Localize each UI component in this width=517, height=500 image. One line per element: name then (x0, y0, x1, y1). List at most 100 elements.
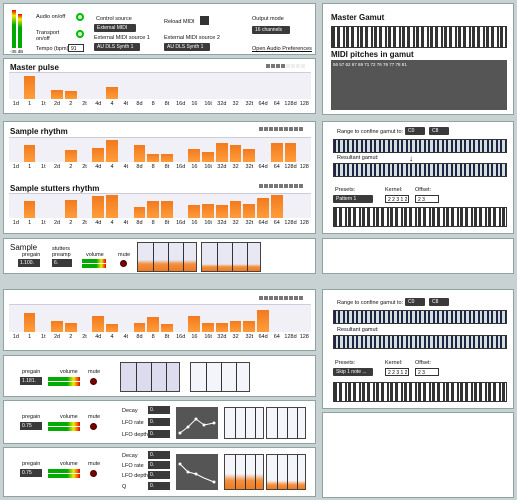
master-gamut-keyboard[interactable] (331, 26, 507, 48)
rhythm-bar[interactable] (270, 195, 283, 218)
preset-dropdown[interactable]: Pattern 1 (333, 195, 373, 203)
sample-waveform-2[interactable] (201, 242, 261, 272)
voice-3-waveform-1[interactable] (224, 454, 264, 490)
rhythm-bar[interactable] (188, 148, 201, 162)
tempo-input[interactable]: 91 (68, 44, 84, 52)
rhythm-bar[interactable] (147, 153, 159, 162)
voice-3-q-input[interactable]: 0. (148, 482, 170, 490)
rhythm-bar[interactable] (215, 204, 228, 218)
rhythm-bar[interactable] (161, 201, 173, 218)
rhythm-bar[interactable] (188, 315, 201, 332)
rhythm-bar[interactable] (92, 196, 105, 218)
voice-3-lfo-depth-input[interactable]: 0. (148, 471, 170, 479)
rhythm-bar[interactable] (215, 322, 228, 332)
sample-stutters-segment-selector[interactable] (259, 184, 303, 188)
voice-3-envelope-editor[interactable] (176, 454, 218, 490)
rhythm-bar[interactable] (243, 321, 256, 332)
rhythm-bar[interactable] (188, 204, 201, 218)
transport-onoff-toggle[interactable] (76, 30, 84, 38)
voice-1-waveform-1[interactable] (120, 362, 180, 392)
rhythm-bar[interactable] (106, 140, 118, 162)
rhythm-bar[interactable] (23, 145, 36, 162)
range-keyboard[interactable] (333, 139, 507, 153)
ext-midi-1-dropdown[interactable]: AU DLS Synth 1 (94, 43, 140, 51)
voice-2-pregain-input[interactable]: 0.75 (20, 422, 42, 430)
kernel-input-2[interactable]: 2 2 3 1 2 (385, 368, 409, 376)
sample-stutters-bars[interactable] (9, 193, 311, 218)
volume-meter[interactable] (82, 259, 106, 263)
voice-3-waveform-2[interactable] (266, 454, 306, 490)
stutters-preamp-input[interactable]: 6. (52, 259, 72, 267)
rhythm-bar[interactable] (229, 321, 242, 332)
lower-pulse-bars[interactable] (9, 304, 311, 332)
rhythm-bar[interactable] (51, 321, 63, 332)
rhythm-bar[interactable] (92, 147, 105, 162)
preset-dropdown-2[interactable]: Skip 1 note ... (333, 368, 373, 376)
control-source-dropdown[interactable]: External MIDI (94, 24, 136, 32)
output-mode-dropdown[interactable]: 16 channels (252, 26, 290, 34)
rhythm-bar[interactable] (64, 322, 77, 332)
voice-3-lfo-rate-input[interactable]: 0. (148, 461, 170, 469)
rhythm-bar[interactable] (215, 142, 228, 162)
sample-waveform-1[interactable] (137, 242, 197, 272)
rhythm-bar[interactable] (202, 203, 214, 218)
master-pulse-bars[interactable] (9, 72, 311, 99)
voice-2-decay-input[interactable]: 0. (148, 406, 170, 414)
voice-2-lfo-depth-input[interactable]: 0. (148, 430, 170, 438)
rhythm-bar[interactable] (147, 201, 159, 218)
rhythm-bar[interactable] (64, 91, 77, 99)
rhythm-bar[interactable] (270, 142, 283, 162)
pregain-input[interactable]: 1.100. (18, 259, 40, 267)
rhythm-bar[interactable] (202, 322, 214, 332)
range-keyboard-2[interactable] (333, 310, 507, 324)
rhythm-bar[interactable] (229, 145, 242, 162)
rhythm-bar[interactable] (64, 200, 77, 218)
voice-2-waveform-2[interactable] (266, 407, 306, 439)
voice-2-waveform-1[interactable] (224, 407, 264, 439)
audio-onoff-toggle[interactable] (76, 13, 84, 21)
voice-2-envelope-editor[interactable] (176, 407, 218, 439)
rhythm-bar[interactable] (64, 150, 77, 162)
sample-rhythm-bars[interactable] (9, 137, 311, 162)
rhythm-bar[interactable] (161, 323, 173, 332)
rhythm-bar[interactable] (23, 75, 36, 99)
kernel-input[interactable]: 2 2 3 1 2 (385, 195, 409, 203)
lower-pulse-segment-selector[interactable] (259, 296, 303, 300)
rhythm-bar[interactable] (106, 87, 118, 99)
sample-rhythm-segment-selector[interactable] (259, 127, 303, 131)
range-from-dropdown-2[interactable]: C0 (405, 298, 425, 306)
range-from-dropdown[interactable]: C0 (405, 127, 425, 135)
range-to-dropdown-2[interactable]: C8 (429, 298, 449, 306)
master-pulse-segment-selector[interactable] (266, 64, 305, 68)
voice-2-mute-button[interactable] (90, 423, 97, 430)
voice-3-mute-button[interactable] (90, 470, 97, 477)
rhythm-bar[interactable] (23, 313, 36, 332)
open-audio-prefs-button[interactable]: Open Audio Preferences (252, 46, 312, 52)
rhythm-bar[interactable] (106, 323, 118, 332)
rhythm-bar[interactable] (133, 322, 146, 332)
rhythm-bar[interactable] (257, 310, 269, 332)
rhythm-bar[interactable] (161, 153, 173, 162)
preset-keyboard[interactable] (333, 207, 507, 227)
rhythm-bar[interactable] (202, 152, 214, 162)
voice-1-waveform-2[interactable] (190, 362, 250, 392)
voice-1-volume-meter[interactable] (48, 377, 80, 381)
rhythm-bar[interactable] (51, 89, 63, 99)
rhythm-bar[interactable] (284, 142, 297, 162)
voice-1-pregain-input[interactable]: 1.181. (20, 377, 42, 385)
mute-button[interactable] (120, 260, 127, 267)
rhythm-bar[interactable] (243, 148, 256, 162)
rhythm-bar[interactable] (229, 201, 242, 218)
voice-2-lfo-rate-input[interactable]: 0. (148, 418, 170, 426)
rhythm-bar[interactable] (133, 207, 146, 218)
voice-1-mute-button[interactable] (90, 378, 97, 385)
reload-midi-button[interactable] (200, 16, 209, 25)
rhythm-bar[interactable] (92, 315, 105, 332)
voice-3-volume-meter[interactable] (48, 469, 80, 473)
offset-input[interactable]: 2 3 (415, 195, 439, 203)
ext-midi-2-dropdown[interactable]: AU DLS Synth 1 (164, 43, 210, 51)
rhythm-bar[interactable] (133, 145, 146, 162)
rhythm-bar[interactable] (243, 203, 256, 218)
range-to-dropdown[interactable]: C8 (429, 127, 449, 135)
rhythm-bar[interactable] (147, 317, 159, 332)
